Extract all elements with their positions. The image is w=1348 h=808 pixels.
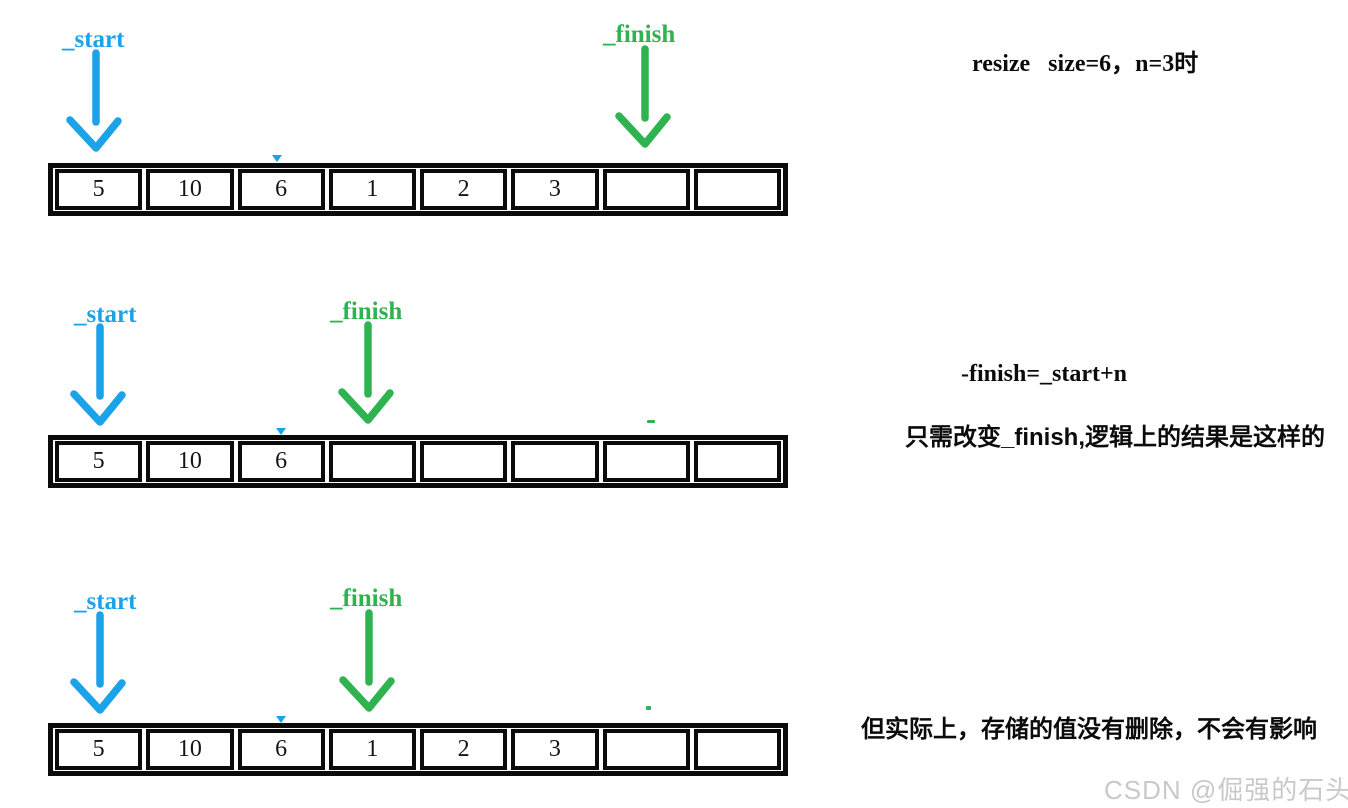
stray-green-mark (646, 706, 651, 710)
finish-pointer-label: _finish (603, 21, 676, 48)
resize-title-note: resize size=6，n=3时 (972, 51, 1199, 77)
array-cell (693, 169, 781, 210)
array-cell: 3 (511, 729, 599, 770)
logical-result-note: 只需改变_finish,逻辑上的结果是这样的 (905, 424, 1326, 451)
finish-pointer-label: _finish (330, 298, 403, 325)
array-cell: 6 (237, 441, 325, 482)
array-cell (693, 441, 781, 482)
array-cell (511, 441, 599, 482)
start-pointer-label: _start (74, 301, 137, 328)
array-cell: 2 (420, 729, 508, 770)
array-cell: 3 (511, 169, 599, 210)
array-cell: 5 (55, 441, 143, 482)
array-cell (602, 729, 690, 770)
array-actual-storage: 5 10 6 1 2 3 (48, 723, 788, 776)
start-arrow-icon (66, 49, 122, 152)
actual-storage-note: 但实际上，存储的值没有删除，不会有影响 (861, 716, 1317, 743)
array-before-resize: 5 10 6 1 2 3 (48, 163, 788, 216)
stray-blue-mark (276, 428, 286, 435)
start-arrow-icon (70, 323, 126, 426)
array-cell (328, 441, 416, 482)
stray-green-mark (647, 420, 655, 423)
array-cell: 2 (420, 169, 508, 210)
start-pointer-label: _start (62, 26, 125, 53)
finish-arrow-icon (615, 45, 671, 148)
start-pointer-label: _start (74, 588, 137, 615)
stray-blue-mark (272, 155, 282, 162)
start-arrow-icon (70, 611, 126, 714)
finish-pointer-label: _finish (330, 585, 403, 612)
array-cell: 1 (328, 729, 416, 770)
array-cell: 5 (55, 169, 143, 210)
array-cell: 10 (146, 441, 234, 482)
finish-arrow-icon (339, 609, 395, 712)
csdn-watermark: CSDN @倔强的石头_ (1104, 775, 1348, 805)
array-cell (602, 441, 690, 482)
array-cell: 10 (146, 169, 234, 210)
stray-blue-mark (276, 716, 286, 723)
array-after-resize: 5 10 6 (48, 435, 788, 488)
array-cell: 5 (55, 729, 143, 770)
array-cell (693, 729, 781, 770)
array-cell (602, 169, 690, 210)
array-cell: 6 (237, 169, 325, 210)
finish-arrow-icon (338, 321, 394, 424)
array-cell: 10 (146, 729, 234, 770)
array-cell (420, 441, 508, 482)
array-cell: 1 (328, 169, 416, 210)
array-cell: 6 (237, 729, 325, 770)
finish-formula-note: -finish=_start+n (961, 361, 1128, 387)
